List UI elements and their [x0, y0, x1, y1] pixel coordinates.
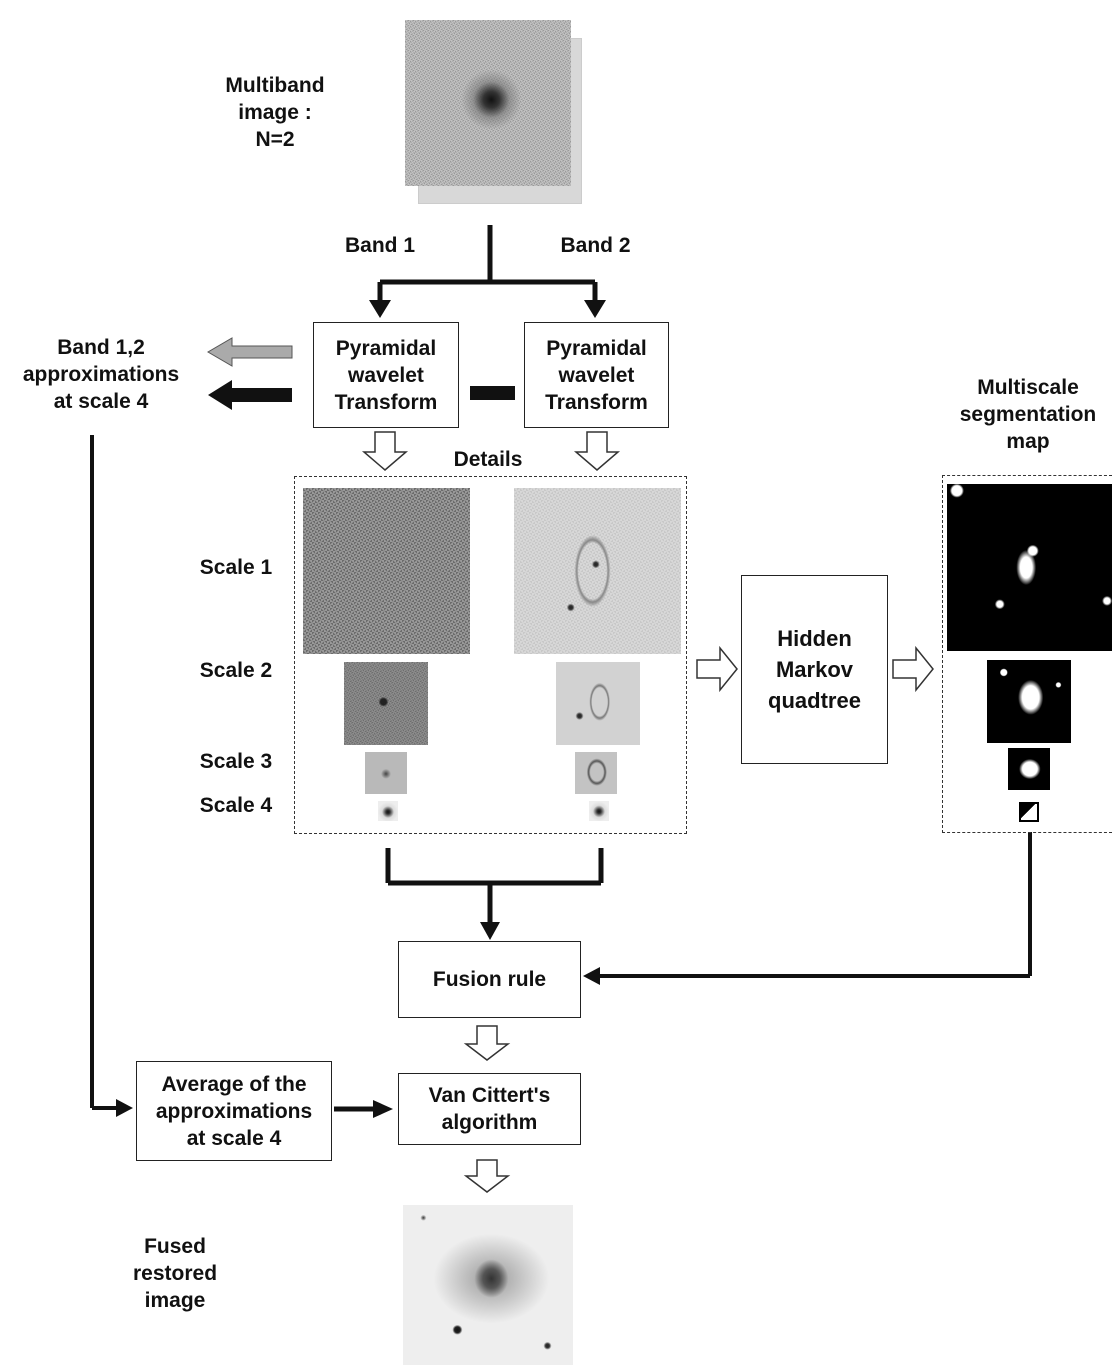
vancittert-line-2: algorithm	[441, 1111, 538, 1134]
input-label-line-1: Multiband	[225, 74, 325, 97]
scale-3-label: Scale 3	[199, 750, 273, 773]
van-cittert-box: Van Cittert's algorithm	[398, 1073, 581, 1145]
band2-scale4-detail-image	[589, 801, 609, 821]
transform-1-line-2: wavelet	[348, 363, 424, 387]
segmentation-map-label: Multiscale segmentation map	[944, 374, 1112, 455]
band-2-label: Band 2	[560, 234, 631, 257]
approximations-label: Band 1,2 approximations at scale 4	[8, 334, 194, 415]
output-line-3: image	[144, 1289, 206, 1312]
segmap-line-3: map	[1006, 430, 1050, 453]
band-1-label: Band 1	[344, 234, 415, 257]
segmap-scale3-image	[1008, 748, 1050, 790]
transform-1-line-3: Transform	[334, 390, 438, 414]
average-approximations-box: Average of the approximations at scale 4	[136, 1061, 332, 1161]
output-line-2: restored	[132, 1262, 218, 1285]
input-band-image-front	[405, 20, 571, 186]
hollow-arrow-details-2	[573, 431, 621, 471]
fusion-rule-box: Fusion rule	[398, 941, 581, 1018]
approx-arrow-band2	[207, 337, 293, 367]
arrow-into-average	[116, 1099, 133, 1117]
hmm-line-1: Hidden	[777, 626, 852, 651]
band1-scale4-detail-image	[378, 801, 398, 821]
approx-line-3: at scale 4	[53, 390, 149, 413]
transform-1-line-1: Pyramidal	[335, 336, 437, 360]
details-merge-connector	[385, 848, 604, 925]
details-panel	[294, 476, 687, 834]
segmap-to-fusion-connector	[598, 832, 1032, 978]
segmap-scale4-image	[1019, 802, 1039, 822]
transform-2-line-3: Transform	[545, 390, 648, 414]
details-label: Details	[453, 448, 523, 471]
average-line-3: at scale 4	[186, 1126, 282, 1150]
hollow-arrow-to-vancittert	[463, 1025, 511, 1061]
segmap-line-2: segmentation	[959, 403, 1097, 426]
average-line-1: Average of the	[161, 1072, 307, 1096]
approx-to-average-connector	[90, 435, 118, 1110]
band2-scale2-detail-image	[556, 662, 640, 745]
segmap-line-1: Multiscale	[977, 376, 1079, 399]
segmentation-map-panel	[942, 475, 1112, 833]
band1-scale1-detail-image	[303, 488, 470, 654]
scale-2-label: Scale 2	[199, 659, 273, 682]
scale-4-label: Scale 4	[199, 794, 273, 817]
arrow-into-fusion	[583, 967, 600, 985]
fused-restored-image	[403, 1205, 573, 1365]
hmm-line-2: Markov	[775, 657, 854, 682]
segmap-scale1-image	[947, 484, 1112, 651]
hmm-line-3: quadtree	[768, 688, 861, 713]
output-label: Fused restored image	[110, 1233, 240, 1314]
wavelet-transform-box-2: Pyramidal wavelet Transform	[524, 322, 669, 428]
hollow-arrow-to-hmm	[696, 645, 738, 693]
vancittert-line-1: Van Cittert's	[428, 1084, 551, 1107]
arrow-to-fusion	[480, 922, 500, 940]
band2-scale3-detail-image	[575, 752, 617, 794]
segmap-scale2-image	[987, 660, 1071, 743]
split-connector	[377, 225, 598, 302]
hollow-arrow-details-1	[361, 431, 409, 471]
approx-line-1: Band 1,2	[57, 336, 145, 359]
band2-scale1-detail-image	[514, 488, 681, 654]
arrow-to-transform-1	[369, 300, 391, 318]
approx-arrow-band1	[208, 380, 292, 410]
hidden-markov-quadtree-box: Hidden Markov quadtree	[741, 575, 888, 764]
transform-2-line-2: wavelet	[558, 363, 635, 387]
input-label-line-3: N=2	[255, 128, 295, 151]
transform-2-line-1: Pyramidal	[546, 336, 647, 360]
hollow-arrow-to-output	[463, 1159, 511, 1193]
transform-link-bar	[470, 386, 515, 400]
band1-scale3-detail-image	[365, 752, 407, 794]
hollow-arrow-to-segmap	[892, 645, 934, 693]
arrow-to-transform-2	[584, 300, 606, 318]
arrow-into-vancittert	[373, 1100, 393, 1118]
fusion-rule-label: Fusion rule	[432, 968, 547, 991]
input-label-line-2: image :	[238, 101, 312, 124]
approx-line-2: approximations	[22, 363, 180, 386]
band1-scale2-detail-image	[344, 662, 428, 745]
average-line-2: approximations	[155, 1099, 313, 1123]
scale-1-label: Scale 1	[199, 556, 273, 579]
output-line-1: Fused	[144, 1235, 206, 1258]
wavelet-transform-box-1: Pyramidal wavelet Transform	[313, 322, 459, 428]
input-label: Multiband image : N=2	[200, 72, 350, 153]
